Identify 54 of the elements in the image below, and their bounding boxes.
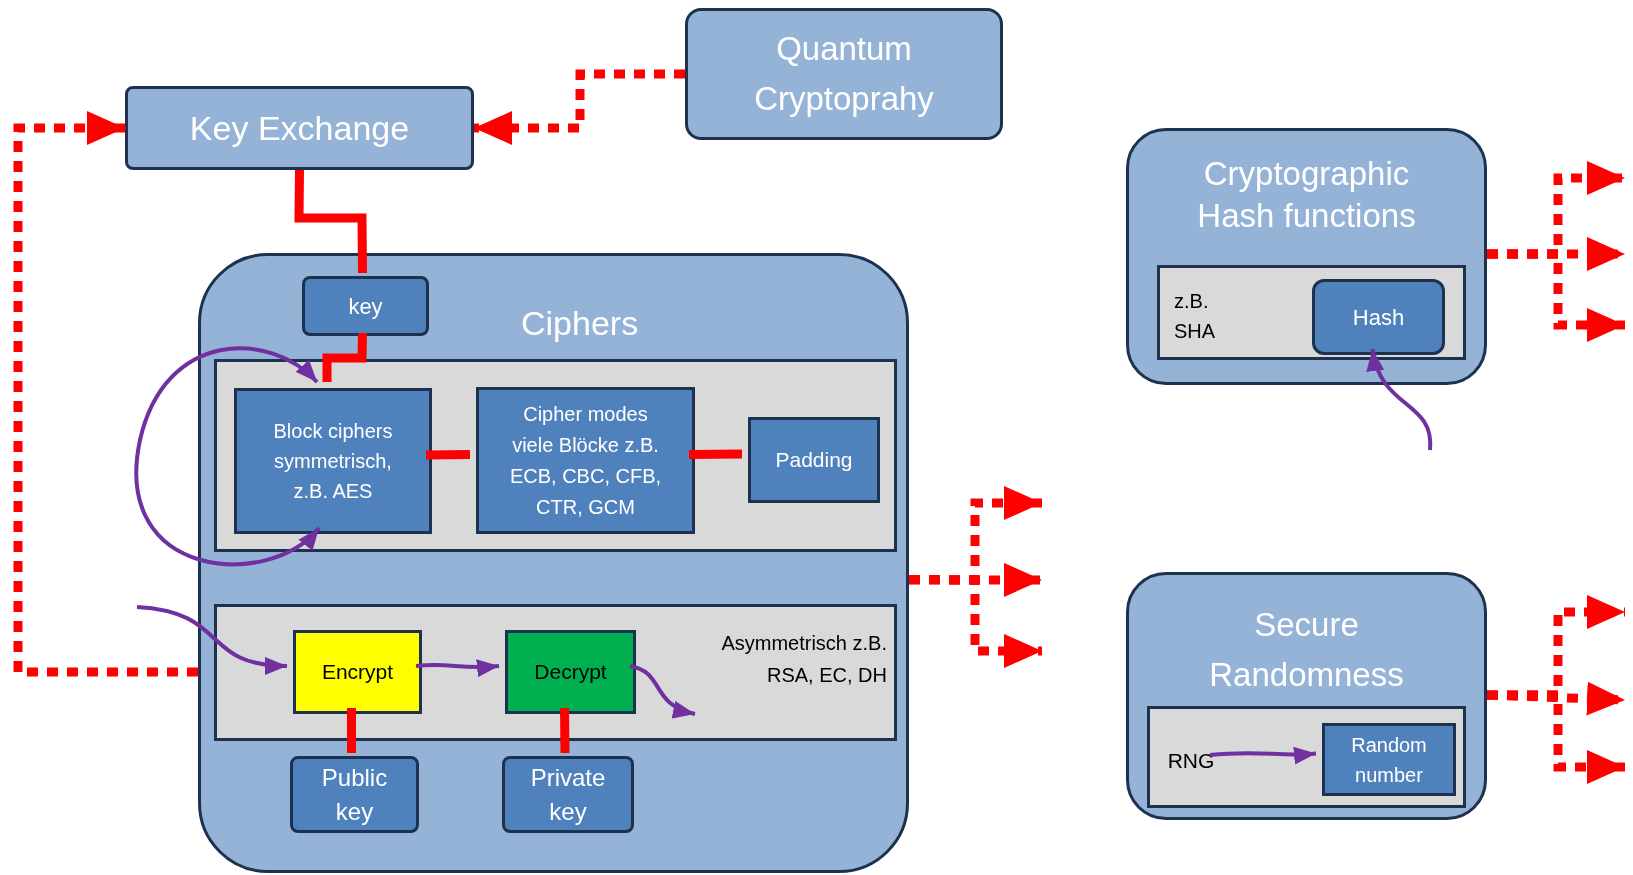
box-label: Random number xyxy=(1350,732,1428,788)
group-band xyxy=(1157,265,1466,360)
connector-line xyxy=(294,169,367,274)
arrow xyxy=(474,69,685,145)
group-panel xyxy=(1126,572,1487,820)
box-label: Padding xyxy=(775,447,853,474)
process-box xyxy=(293,630,422,714)
box-label: Private key xyxy=(529,762,607,827)
arrow xyxy=(13,111,198,677)
box-label: Cipher modes viele Blöcke z.B. ECB, CBC, CFB, CTR, GCM xyxy=(508,401,663,520)
arrow xyxy=(629,664,696,718)
arrow xyxy=(1487,249,1625,342)
process-box xyxy=(1322,723,1456,796)
group-panel xyxy=(198,253,909,873)
text-label: RNG xyxy=(1167,748,1215,775)
box-title: Key Exchange xyxy=(189,107,410,149)
box-label: Encrypt xyxy=(321,659,394,686)
box-label: Public key xyxy=(320,762,389,827)
box-label: Hash xyxy=(1352,303,1405,332)
band-label: Asymmetrisch z.B. RSA, EC, DH xyxy=(721,632,887,686)
process-box xyxy=(505,630,636,714)
process-box xyxy=(748,417,880,503)
arrow xyxy=(1487,690,1625,784)
process-box xyxy=(302,276,429,336)
process-box xyxy=(476,387,695,534)
arrow xyxy=(136,605,288,674)
connector-line xyxy=(560,707,570,754)
arrow xyxy=(1367,348,1433,450)
connector-line xyxy=(322,332,367,382)
group-band xyxy=(214,604,897,741)
box-label: key xyxy=(348,292,383,321)
group-panel xyxy=(1126,128,1487,385)
group-band xyxy=(1147,706,1466,808)
group-band xyxy=(214,359,897,552)
box-label: Decrypt xyxy=(534,659,607,686)
topic-box xyxy=(125,86,474,170)
topic-box xyxy=(685,8,1003,140)
arrow xyxy=(134,346,321,566)
connector-line xyxy=(688,449,743,459)
arrow xyxy=(909,575,1042,668)
process-box xyxy=(502,756,634,833)
panel-title: Secure Randomness xyxy=(1209,606,1404,693)
panel-title: Ciphers xyxy=(521,304,639,342)
connector-line xyxy=(425,450,471,460)
panel-title: Cryptographic Hash functions xyxy=(1197,155,1416,234)
process-box xyxy=(1312,279,1445,355)
arrow xyxy=(1209,745,1317,764)
band-label: z.B. SHA xyxy=(1174,290,1216,342)
connector-line xyxy=(347,708,356,753)
box-title: Quantum Cryptoprahy xyxy=(753,29,935,119)
process-box xyxy=(290,756,419,833)
arrow xyxy=(415,658,500,677)
process-box xyxy=(234,388,432,534)
box-label: Block ciphers symmetrisch, z.B. AES xyxy=(272,419,394,504)
